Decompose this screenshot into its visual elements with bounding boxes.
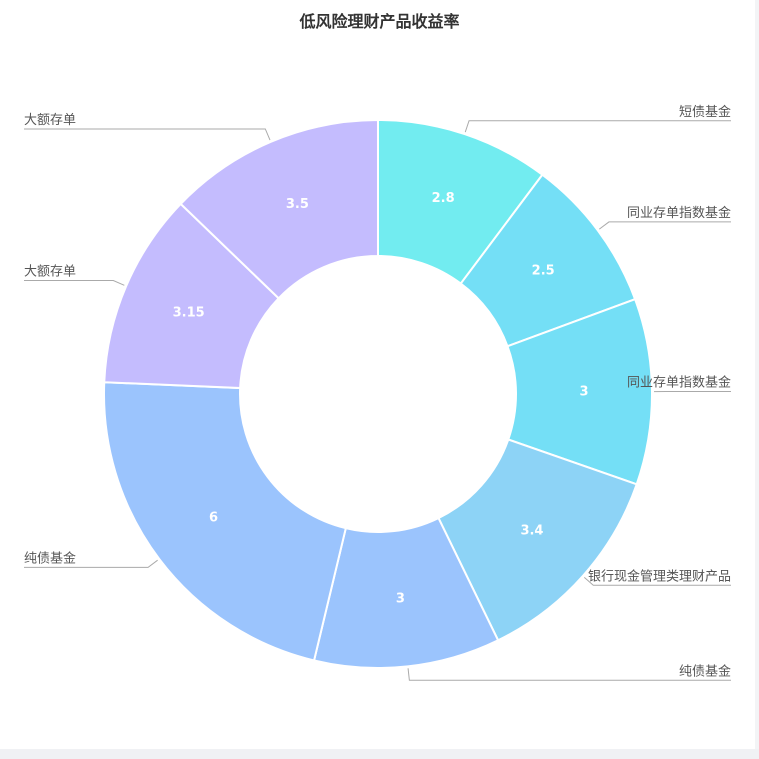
leader-line [407, 668, 731, 681]
slice-category-label: 大额存单 [24, 113, 76, 128]
chart-title: 低风险理财产品收益率 [299, 12, 460, 31]
slice-category-label: 大额存单 [24, 265, 76, 280]
slice-category-label: 纯债基金 [679, 663, 731, 679]
bottom-edge [0, 749, 759, 759]
slice-value-label: 3.15 [173, 305, 205, 320]
slice-value-label: 3 [396, 591, 405, 606]
leader-line [464, 120, 731, 133]
leader-line [583, 576, 731, 586]
slice-value-label: 3.5 [286, 197, 309, 212]
slice-value-label: 3 [579, 385, 588, 400]
leader-line [24, 559, 158, 568]
leader-line [24, 280, 125, 286]
slice-category-label: 短债基金 [679, 104, 731, 120]
slice-value-label: 3.4 [520, 523, 543, 538]
leader-line [24, 128, 271, 141]
slice-category-label: 银行现金管理类理财产品 [588, 568, 731, 584]
slice-value-label: 6 [209, 511, 218, 526]
donut-slice[interactable] [103, 381, 348, 662]
scrollbar-track [755, 0, 759, 749]
slice-value-label: 2.5 [532, 263, 555, 278]
donut-slice[interactable] [179, 118, 379, 300]
slice-value-label: 2.8 [432, 191, 455, 206]
leader-line [599, 221, 731, 230]
slice-category-label: 同业存单指数基金 [627, 375, 731, 391]
slice-category-label: 同业存单指数基金 [627, 205, 731, 221]
slice-category-label: 纯债基金 [24, 550, 76, 566]
